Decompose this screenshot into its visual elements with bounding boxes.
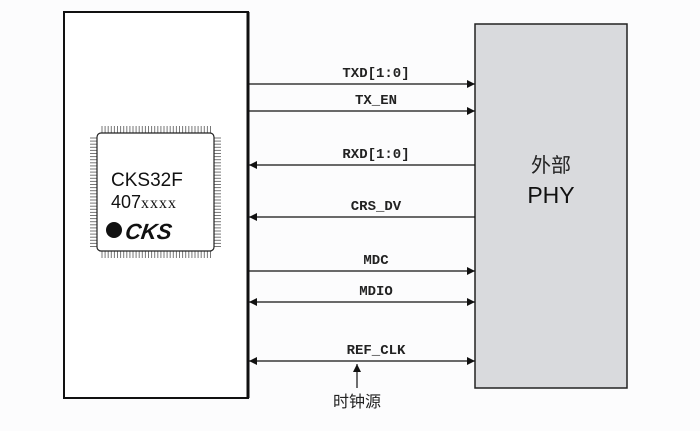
signal-label: RXD[1:0] (342, 147, 409, 163)
signal-label: CRS_DV (351, 199, 402, 215)
phy-box (474, 23, 628, 389)
cks-logo: CKS (124, 219, 174, 244)
phy-label-cn: 外部 (531, 153, 571, 177)
mcu-chip-package (90, 126, 221, 258)
signal-label: MDC (363, 253, 389, 269)
signal-label: TXD[1:0] (342, 66, 409, 82)
signal-label: TX_EN (355, 93, 397, 109)
clock-source-label: 时钟源 (333, 392, 381, 411)
cks-logo-dot-icon (106, 222, 122, 238)
mcu-part-number: CKS32F (111, 170, 183, 191)
signal-label: REF_CLK (347, 343, 406, 359)
mcu-part-suffix: 407xxxx (111, 192, 177, 212)
phy-label: PHY (527, 182, 574, 208)
signal-label: MDIO (359, 284, 393, 300)
mcu-chip-body (96, 132, 215, 252)
